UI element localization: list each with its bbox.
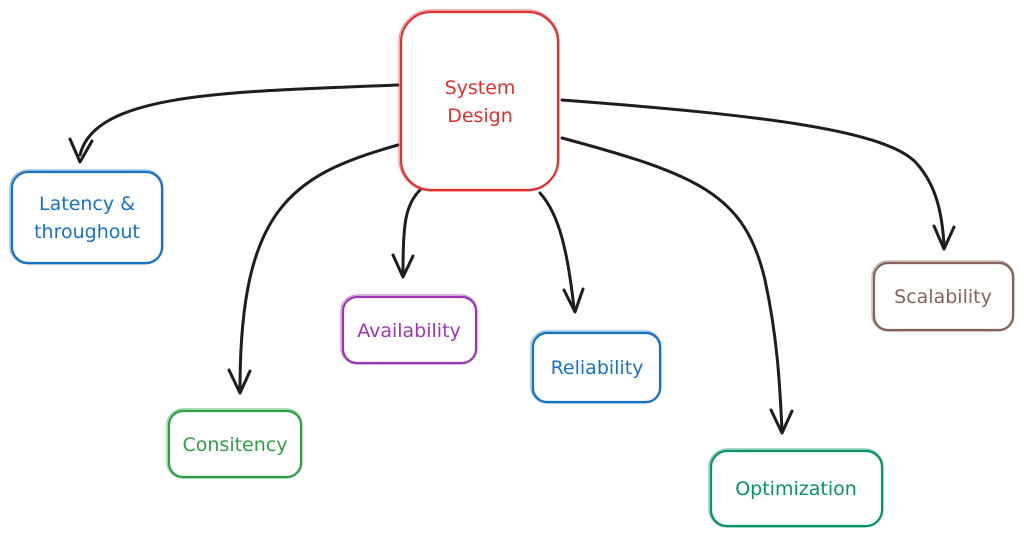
node-scalability[interactable]: Scalability [871,260,1015,332]
node-availability-label: Availability [357,320,461,342]
node-scalability-label: Scalability [894,286,992,308]
node-latency-label-line1: Latency & [39,193,135,215]
node-latency-throughout[interactable]: Latency & throughout [9,169,164,265]
node-reliability[interactable]: Reliability [530,330,662,404]
edge-system-design-to-latency [68,83,400,164]
node-system-design[interactable]: System Design [398,9,560,192]
node-availability[interactable]: Availability [340,294,478,365]
node-latency-label-line2: throughout [34,221,140,243]
node-consistency[interactable]: Consitency [166,408,303,479]
edge-system-design-to-reliability [538,191,585,314]
node-reliability-label: Reliability [551,357,644,379]
edge-system-design-to-optimization [560,136,794,435]
edge-system-design-to-availability [391,188,422,279]
node-system-design-label-line2: Design [447,105,513,127]
node-consistency-label: Consitency [183,434,288,456]
node-system-design-label-line1: System [445,77,516,99]
edge-system-design-to-consistency [227,143,400,395]
node-optimization-label: Optimization [735,478,857,500]
node-optimization[interactable]: Optimization [708,448,884,528]
edge-system-design-to-scalability [560,98,956,251]
